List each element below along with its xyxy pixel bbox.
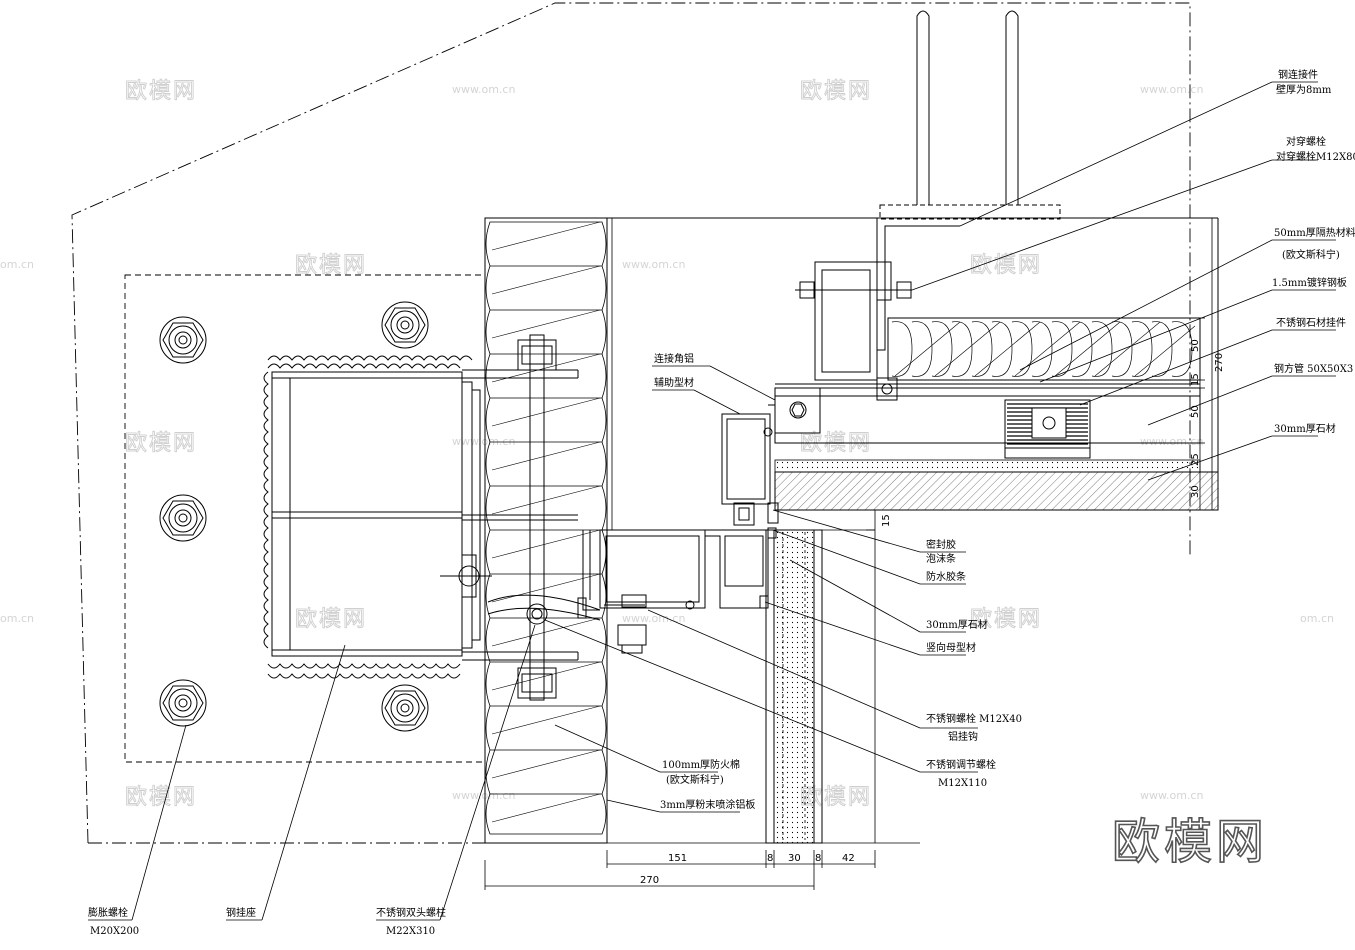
bottom-dimension-labels: 151 8 30 8 42 270 15 <box>640 514 892 886</box>
watermark-url: om.cn <box>1300 612 1334 625</box>
watermark-url: www.om.cn <box>1140 83 1203 96</box>
anchor-bolt <box>159 494 207 542</box>
dim-label: 25 <box>1190 453 1201 466</box>
anchor-bolt <box>381 301 429 349</box>
dim-label: 42 <box>842 853 855 864</box>
callout-double-stud: 不锈钢双头螺柱 <box>376 906 446 919</box>
watermark-url: om.cn <box>0 612 34 625</box>
watermark-text: 欧模网 <box>970 607 1042 632</box>
anchor-bolt <box>381 684 429 732</box>
top-anchor-rods <box>879 10 1061 220</box>
callout-steel-seat: 钢挂座 <box>226 906 256 919</box>
slab-outline <box>71 2 1191 844</box>
watermark-text: 欧模网 <box>800 79 872 104</box>
callout-galvanized-plate: 1.5mm镀锌钢板 <box>1272 276 1347 289</box>
callout-expansion-bolt-spec: M20X200 <box>90 926 139 937</box>
dim-label: 8 <box>815 853 821 864</box>
watermark-url: www.om.cn <box>622 258 685 271</box>
callout-stone-30: 30mm厚石材 <box>1274 422 1336 435</box>
callout-adjusting-bolt-spec: M12X110 <box>938 778 987 789</box>
brand-logo: 欧模网 <box>1112 814 1268 870</box>
watermark-url: www.om.cn <box>452 83 515 96</box>
callout-steel-connector-spec: 壁厚为8mm <box>1276 83 1332 96</box>
dim-label: 270 <box>640 875 659 886</box>
callout-through-bolt: 对穿螺栓 <box>1286 135 1326 148</box>
watermark-url: om.cn <box>0 258 34 271</box>
expansion-bolts <box>159 301 429 732</box>
dim-label: 50 <box>1190 405 1201 418</box>
callout-fire-insulation: 100mm厚防火棉 <box>662 758 740 771</box>
callout-insulation-brand: (欧文斯科宁) <box>1282 248 1340 261</box>
vertical-mullion <box>487 529 769 654</box>
watermark-text: 欧模网 <box>125 79 197 104</box>
stone-panel-horizontal <box>774 459 1219 511</box>
right-dimensions <box>1195 218 1213 511</box>
bottom-dimensions <box>484 509 920 890</box>
dim-label: 270 <box>1214 353 1225 372</box>
watermark-url: www.om.cn <box>1140 789 1203 802</box>
callout-stainless-bolt: 不锈钢螺栓 M12X40 <box>926 712 1022 725</box>
callout-through-bolt-spec: 对穿螺栓M12X80 <box>1276 150 1355 163</box>
watermark-text: 欧模网 <box>125 431 197 456</box>
dim-label: 151 <box>668 853 687 864</box>
callout-steel-tube: 钢方管 50X50X3 <box>1274 362 1353 375</box>
watermark-url: www.om.cn <box>1140 435 1203 448</box>
callout-aluminium-hook: 铝挂钩 <box>948 730 978 743</box>
watermark-url: www.om.cn <box>622 612 685 625</box>
callout-waterproof-strip: 防水胶条 <box>926 570 966 583</box>
callout-fire-insulation-brand: (欧文斯科宁) <box>666 773 724 786</box>
callout-double-stud-spec: M22X310 <box>386 926 435 937</box>
watermark-text: 欧模网 <box>295 607 367 632</box>
callout-corner-aluminium: 连接角铝 <box>654 352 694 365</box>
callout-insulation: 50mm厚隔热材料 <box>1274 226 1355 239</box>
callout-vertical-profile: 竖向母型材 <box>926 641 976 654</box>
callout-stone-hanger: 不锈钢石材挂件 <box>1276 316 1346 329</box>
watermark-url: www.om.cn <box>452 435 515 448</box>
dim-label: 50 <box>1190 339 1201 352</box>
watermark-text: 欧模网 <box>125 785 197 810</box>
steel-tube-and-hanger <box>774 387 1201 459</box>
dim-label: 15 <box>881 514 892 527</box>
double-end-stud <box>462 334 579 701</box>
callout-expansion-bolt: 膨胀螺栓 <box>88 906 128 919</box>
dim-label: 15 <box>1190 373 1201 386</box>
callout-foam-strip: 泡沫条 <box>926 552 956 565</box>
callout-labels: 钢连接件 壁厚为8mm 对穿螺栓 对穿螺栓M12X80 50mm厚隔热材料 (欧… <box>88 68 1355 937</box>
watermark-url: www.om.cn <box>452 789 515 802</box>
top-insulation <box>775 317 1201 385</box>
dim-label: 30 <box>1190 485 1201 498</box>
watermark-layer: 欧模网 www.om.cn 欧模网 www.om.cn om.cn 欧模网 ww… <box>0 79 1334 811</box>
anchor-bolt <box>159 316 207 364</box>
callout-aluminium-panel: 3mm厚粉末喷涂铝板 <box>660 798 755 811</box>
anchor-bolt <box>159 679 207 727</box>
callout-stone-30-vertical: 30mm厚石材 <box>926 618 988 631</box>
callout-adjusting-bolt: 不锈钢调节螺栓 <box>926 758 996 771</box>
callout-aux-profile: 辅助型材 <box>654 376 694 389</box>
callout-steel-connector: 钢连接件 <box>1278 68 1318 81</box>
dim-label: 8 <box>767 853 773 864</box>
leader-lines <box>88 81 1336 921</box>
aux-profiles <box>721 404 779 539</box>
fire-insulation <box>484 217 613 844</box>
dim-label: 30 <box>788 853 801 864</box>
watermark-text: 欧模网 <box>970 253 1042 278</box>
callout-sealant: 密封胶 <box>926 538 956 551</box>
watermark-text: 欧模网 <box>295 253 367 278</box>
top-structure <box>607 217 1219 510</box>
right-dimension-labels: 50 15 50 25 30 270 <box>1190 339 1225 498</box>
